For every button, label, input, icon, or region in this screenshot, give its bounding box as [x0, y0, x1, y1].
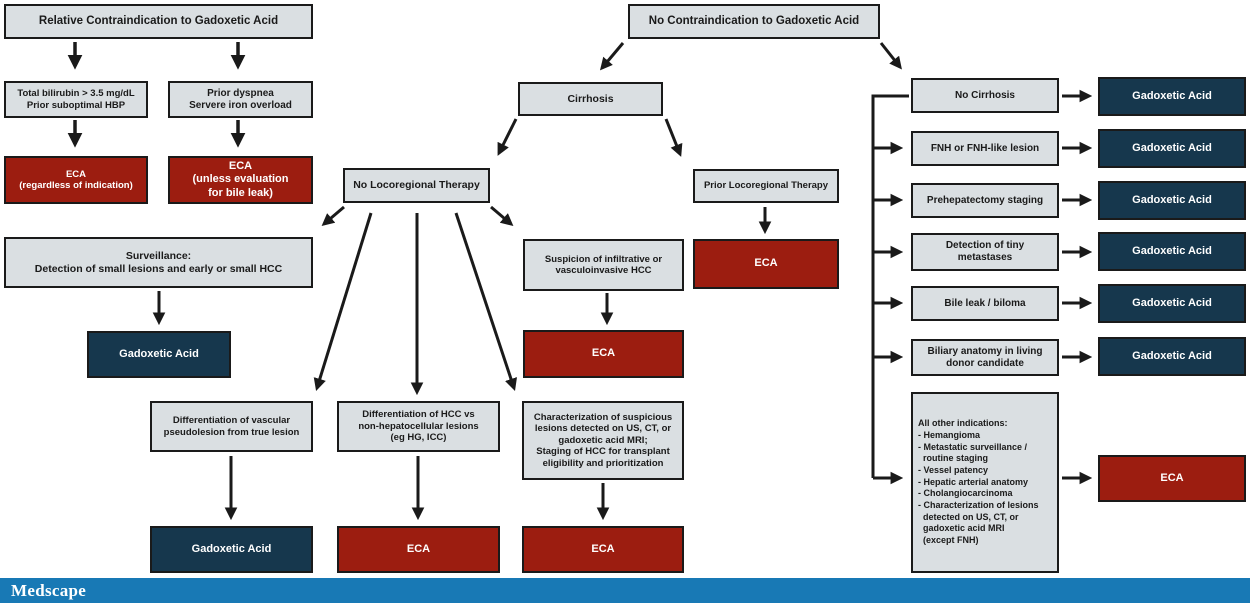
result-gadoxetic-acid-fnh: Gadoxetic Acid: [1098, 129, 1246, 168]
node-no-locoregional-therapy: No Locoregional Therapy: [343, 168, 490, 203]
result-eca-characterization: ECA: [522, 526, 684, 573]
node-prior-dyspnea: Prior dyspnea Servere iron overload: [168, 81, 313, 118]
node-surveillance: Surveillance: Detection of small lesions…: [4, 237, 313, 288]
footer-bar: Medscape: [0, 578, 1250, 603]
node-suspicion-infiltrative-hcc: Suspicion of infiltrative or vasculoinva…: [523, 239, 684, 291]
node-relative-contraindication: Relative Contraindication to Gadoxetic A…: [4, 4, 313, 39]
node-total-bilirubin: Total bilirubin > 3.5 mg/dL Prior subopt…: [4, 81, 148, 118]
node-biliary-anatomy-living-donor: Biliary anatomy in living donor candidat…: [911, 339, 1059, 376]
result-gadoxetic-acid-biliary: Gadoxetic Acid: [1098, 337, 1246, 376]
node-characterization-suspicious-lesions: Characterization of suspicious lesions d…: [522, 401, 684, 480]
result-eca-suspicion: ECA: [523, 330, 684, 378]
node-prior-locoregional-therapy: Prior Locoregional Therapy: [693, 169, 839, 203]
result-eca-differentiation-hcc: ECA: [337, 526, 500, 573]
node-differentiation-hcc: Differentiation of HCC vs non-hepatocell…: [337, 401, 500, 452]
result-gadoxetic-acid-metastases: Gadoxetic Acid: [1098, 232, 1246, 271]
result-eca-regardless: ECA (regardless of indication): [4, 156, 148, 204]
node-fnh-lesion: FNH or FNH-like lesion: [911, 131, 1059, 166]
result-gadoxetic-acid-bile-leak: Gadoxetic Acid: [1098, 284, 1246, 323]
result-eca-prior-locoregional: ECA: [693, 239, 839, 289]
result-eca-bile-leak: ECA (unless evaluation for bile leak): [168, 156, 313, 204]
node-differentiation-vascular-pseudolesion: Differentiation of vascular pseudolesion…: [150, 401, 313, 452]
result-gadoxetic-acid-surveillance: Gadoxetic Acid: [87, 331, 231, 378]
medscape-logo: Medscape: [11, 580, 87, 600]
node-tiny-metastases: Detection of tiny metastases: [911, 233, 1059, 271]
result-gadoxetic-acid-no-cirrhosis: Gadoxetic Acid: [1098, 77, 1246, 116]
node-all-other-indications: All other indications: - Hemangioma - Me…: [911, 392, 1059, 573]
node-no-cirrhosis: No Cirrhosis: [911, 78, 1059, 113]
result-gadoxetic-acid-differentiation: Gadoxetic Acid: [150, 526, 313, 573]
node-bile-leak-biloma: Bile leak / biloma: [911, 286, 1059, 321]
result-eca-all-other: ECA: [1098, 455, 1246, 502]
node-no-contraindication: No Contraindication to Gadoxetic Acid: [628, 4, 880, 39]
node-prehepatectomy-staging: Prehepatectomy staging: [911, 183, 1059, 218]
node-cirrhosis: Cirrhosis: [518, 82, 663, 116]
result-gadoxetic-acid-prehepatectomy: Gadoxetic Acid: [1098, 181, 1246, 220]
